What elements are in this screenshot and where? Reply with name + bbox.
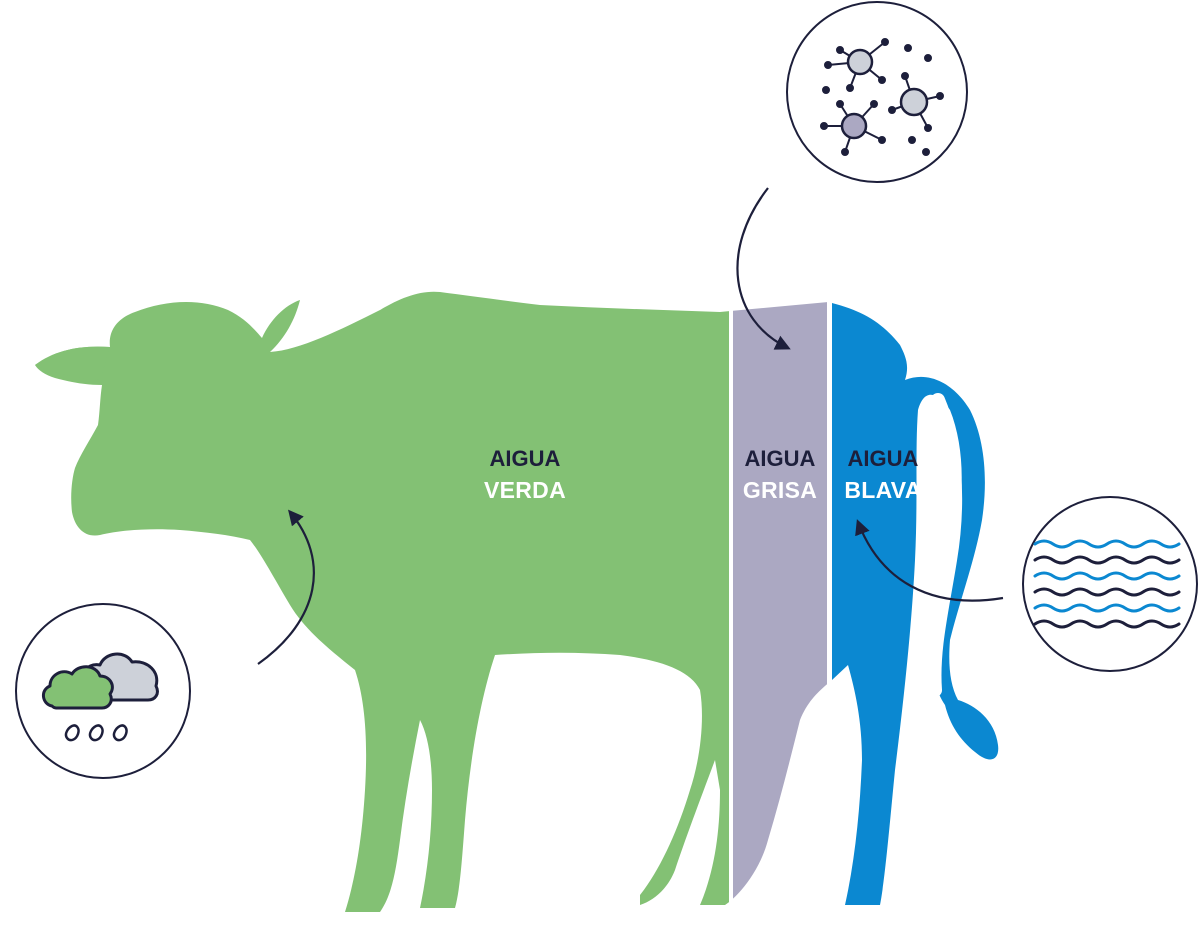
label-verda-name: VERDA bbox=[470, 479, 580, 502]
label-verda-word: AIGUA bbox=[470, 448, 580, 470]
water-waves-icon bbox=[1023, 497, 1197, 671]
label-aigua-grisa: AIGUA GRISA bbox=[733, 448, 827, 502]
pollution-particles-icon bbox=[787, 2, 967, 182]
cow-ear bbox=[35, 347, 110, 380]
label-grisa-word: AIGUA bbox=[733, 448, 827, 470]
label-blava-name: BLAVA bbox=[832, 479, 934, 502]
label-blava-word: AIGUA bbox=[832, 448, 934, 470]
label-aigua-verda: AIGUA VERDA bbox=[470, 448, 580, 502]
label-aigua-blava: AIGUA BLAVA bbox=[832, 448, 934, 502]
rain-clouds-icon bbox=[16, 604, 190, 778]
label-grisa-name: GRISA bbox=[733, 479, 827, 502]
